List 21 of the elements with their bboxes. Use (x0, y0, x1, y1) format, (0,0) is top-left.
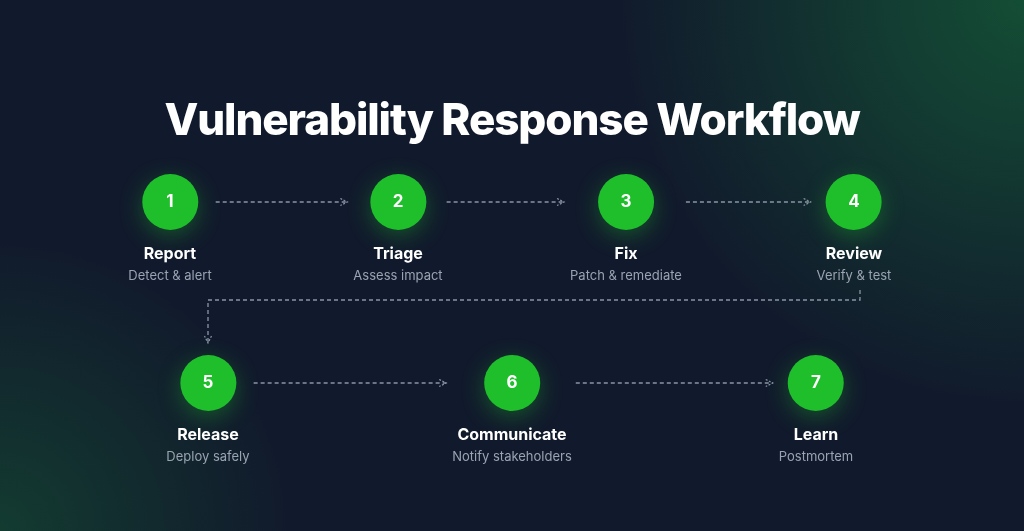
step-title: Learn (793, 424, 839, 444)
dashed-arrow (575, 378, 774, 388)
step-description: Detect & alert (128, 266, 212, 284)
step-description: Deploy safely (166, 447, 250, 465)
step-description: Notify stakeholders (452, 447, 572, 465)
step-description: Assess impact (353, 266, 443, 284)
dashed-arrow (253, 378, 447, 388)
step-title: Triage (373, 243, 423, 263)
step-title: Report (143, 243, 197, 263)
step-description: Verify & test (816, 266, 892, 284)
step-description: Postmortem (778, 447, 854, 465)
step-title: Fix (614, 243, 638, 263)
step-title: Release (177, 424, 239, 444)
dashed-arrow (685, 197, 812, 207)
step-title: Review (825, 243, 883, 263)
dashed-arrow (446, 197, 565, 207)
dashed-arrow (203, 289, 861, 344)
diagram-title: Vulnerability Response Workflow (164, 92, 860, 146)
step-description: Patch & remediate (570, 266, 682, 284)
dashed-arrow (215, 197, 348, 207)
step-title: Communicate (457, 424, 567, 444)
